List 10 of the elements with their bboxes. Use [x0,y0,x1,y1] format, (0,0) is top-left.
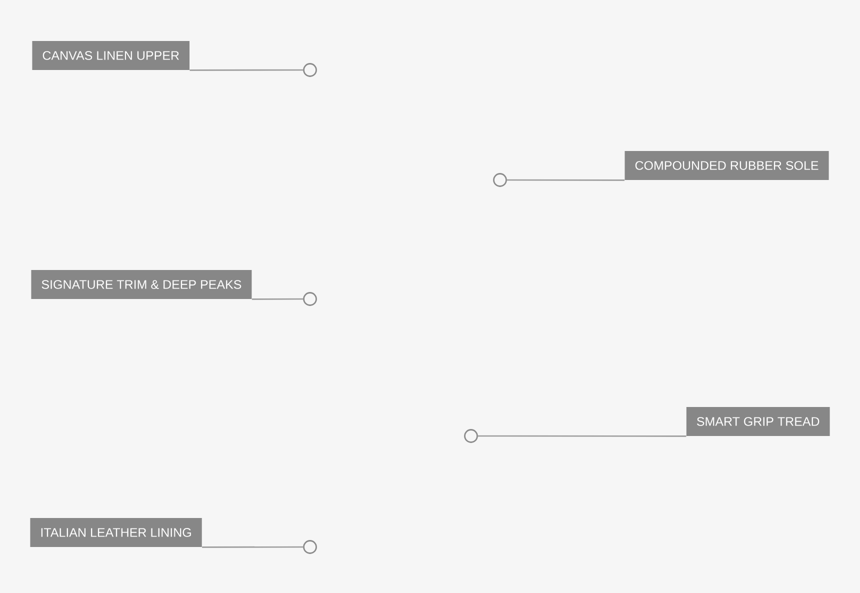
label-tag: SIGNATURE TRIM & DEEP PEAKS [31,270,252,299]
leader-line [506,179,625,181]
leader-line [190,69,304,71]
leader-line [252,298,304,300]
label-tag: COMPOUNDED RUBBER SOLE [624,151,829,180]
label-tag: SMART GRIP TREAD [686,407,830,436]
label-tag: CANVAS LINEN UPPER [32,41,190,70]
leader-line [478,435,686,437]
label-tag: ITALIAN LEATHER LINING [30,518,202,547]
leader-line [202,546,304,548]
